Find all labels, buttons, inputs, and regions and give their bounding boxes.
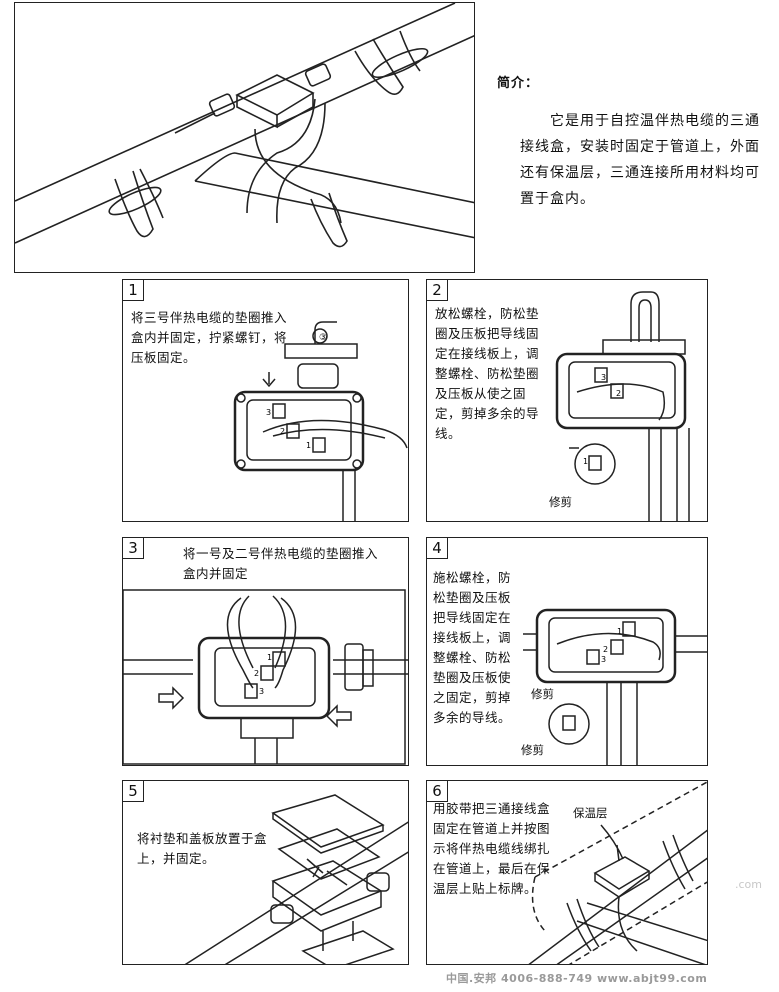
step-text: 施松螺栓，防松垫圈及压板把导线固定在接线板上，调整螺栓、防松垫圈及压板使之固定，…	[433, 570, 512, 725]
step-text: 将衬垫和盖板放置于盒上，并固定。	[137, 831, 268, 866]
terminal-label: 1	[306, 441, 311, 450]
step-5-drawing	[184, 794, 408, 964]
step-number: 6	[427, 781, 448, 802]
overview-illustration	[14, 2, 475, 273]
terminal-label: 3	[259, 687, 264, 696]
watermark-com: .com	[735, 878, 762, 891]
intro-title: 简介：	[497, 76, 540, 91]
step-1-drawing: ③ 3 2 1	[233, 321, 408, 521]
step-3-panel: 3 将一号及二号伴热电缆的垫圈推入盒内并固定 1 2 3	[122, 537, 409, 766]
step-2-drawing: 3 2 1	[555, 291, 690, 521]
step-text: 放松螺栓，防松垫圈及压板把导线固定在接线板上，调整螺栓、防松垫圈及压板从使之固定…	[435, 306, 540, 441]
terminal-label: 3	[266, 408, 271, 417]
step-number: 2	[427, 280, 448, 301]
step-4-panel: 4 施松螺栓，防松垫圈及压板把导线固定在接线板上，调整螺栓、防松垫圈及压板使之固…	[426, 537, 708, 766]
terminal-label: 1	[267, 653, 272, 662]
terminal-label: 1	[583, 457, 588, 466]
step-1-panel: 1 将三号伴热电缆的垫圈推入盒内并固定，拧紧螺钉，将压板固定。 ③ 3 2 1	[122, 279, 409, 522]
terminal-label: 3	[601, 655, 606, 664]
step-6-panel: 6 用胶带把三通接线盒固定在管道上并按图示将伴热电缆线绑扎在管道上，最后在保温层…	[426, 780, 708, 965]
step-3-drawing: 1 2 3	[123, 589, 408, 765]
terminal-label: 1	[617, 627, 622, 636]
overview-drawing	[15, 3, 474, 248]
step-6-drawing	[528, 781, 707, 964]
step-number: 1	[123, 280, 144, 301]
step-5-panel: 5 将衬垫和盖板放置于盒上，并固定。	[122, 780, 409, 965]
trim-label-b: 修剪	[521, 743, 544, 757]
terminal-label: 2	[280, 427, 285, 436]
terminal-label: 2	[254, 669, 259, 678]
trim-label-a: 修剪	[531, 687, 554, 701]
step-text: 将一号及二号伴热电缆的垫圈推入盒内并固定	[183, 546, 379, 581]
step-number: 3	[123, 538, 144, 559]
terminal-label: 2	[603, 645, 608, 654]
insulation-label: 保温层	[573, 806, 608, 820]
trim-label: 修剪	[549, 495, 572, 509]
step-4-drawing: 1 2 3	[523, 608, 707, 765]
step-text: 用胶带把三通接线盒固定在管道上并按图示将伴热电缆线绑扎在管道上，最后在保温层上贴…	[433, 801, 551, 896]
intro-body: 它是用于自控温伴热电缆的三通接线盒，安装时固定于管道上，外面还有保温层，三通连接…	[520, 113, 760, 207]
step-2-panel: 2 放松螺栓，防松垫圈及压板把导线固定在接线板上，调整螺栓、防松垫圈及压板从使之…	[426, 279, 708, 522]
terminal-label: 3	[601, 373, 606, 382]
step-number: 5	[123, 781, 144, 802]
step-number: 4	[427, 538, 448, 559]
terminal-label: 2	[616, 389, 621, 398]
step-text: 将三号伴热电缆的垫圈推入盒内并固定，拧紧螺钉，将压板固定。	[131, 310, 288, 365]
terminal-label: ③	[319, 333, 327, 343]
footer-watermark: 中国.安邦 4006-888-749 www.abjt99.com	[446, 972, 708, 985]
